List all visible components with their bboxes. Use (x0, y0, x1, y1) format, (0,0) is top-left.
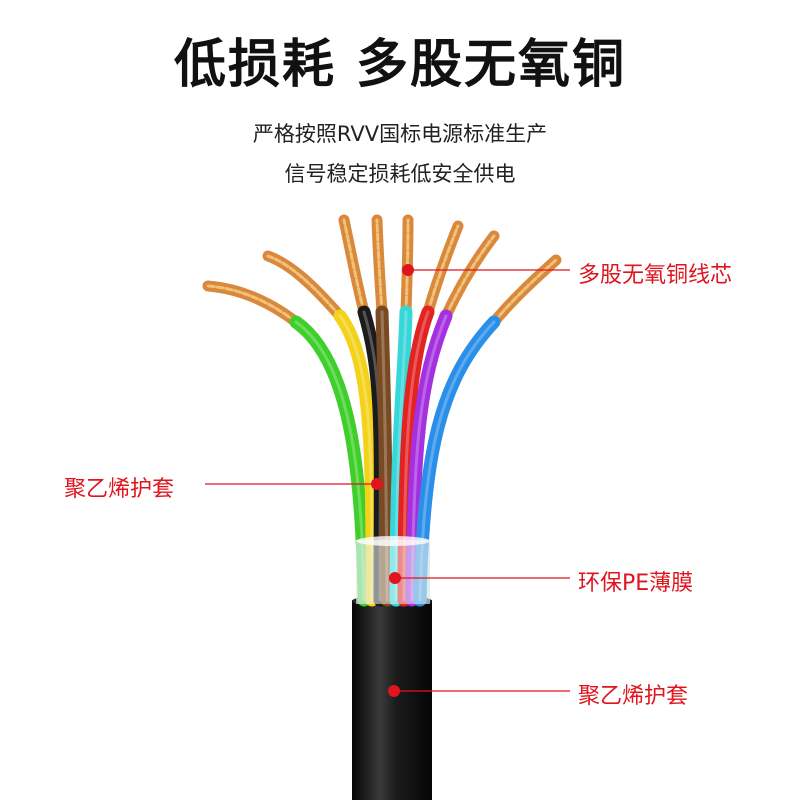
callout-label-core: 多股无氧铜线芯 (578, 263, 733, 288)
callout-dot-inner-jacket (371, 478, 383, 490)
callout-label-outer-jacket: 聚乙烯护套 (578, 684, 689, 709)
subtitle-line-2: 信号稳定损耗低安全供电 (284, 162, 516, 186)
callout-label-pe-film: 环保PE薄膜 (578, 571, 694, 596)
outer-jacket-shape (352, 595, 432, 800)
callout-dot-pe-film (389, 572, 401, 584)
callout-dot-outer-jacket (388, 685, 400, 697)
callout-label-inner-jacket: 聚乙烯护套 (64, 477, 175, 502)
pe-film-shape (356, 536, 430, 604)
copper-highlight-black (342, 218, 366, 314)
copper-strand-green (202, 280, 302, 328)
callout-dot-core (402, 264, 414, 276)
page-title: 低损耗 多股无氧铜 (173, 35, 627, 95)
copper-highlight-yellow (266, 254, 342, 318)
copper-highlight-purple (444, 234, 496, 318)
callout-dots (371, 264, 414, 697)
subtitle-line-1: 严格按照RVV国标电源标准生产 (252, 122, 548, 146)
copper-highlight-brown (375, 218, 384, 314)
callout-lines (205, 269, 570, 692)
copper-highlight-green (206, 284, 298, 324)
copper-highlight-blue (492, 258, 558, 324)
